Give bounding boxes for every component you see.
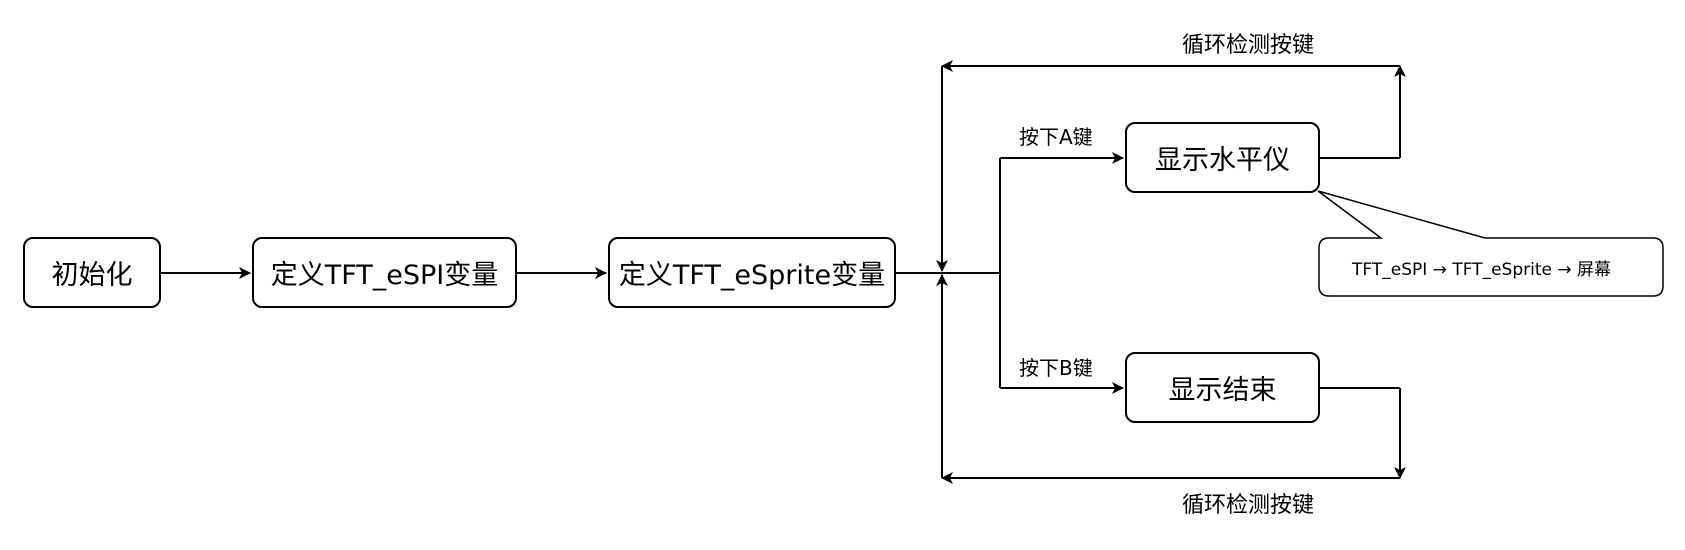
edge-label-press-b: 按下B键 — [1019, 356, 1093, 380]
callout-bubble — [1317, 190, 1664, 297]
node-show-end-label: 显示结束 — [1168, 375, 1277, 406]
node-define-espi: 定义TFT_eSPI变量 — [252, 237, 517, 308]
node-define-esprite-label: 定义TFT_eSprite变量 — [618, 260, 886, 291]
node-show-level: 显示水平仪 — [1125, 122, 1320, 193]
node-define-esprite: 定义TFT_eSprite变量 — [608, 237, 896, 308]
edge-label-loop-top: 循环检测按键 — [1182, 33, 1315, 58]
node-init-label: 初始化 — [51, 260, 133, 291]
node-init: 初始化 — [23, 237, 161, 308]
node-define-espi-label: 定义TFT_eSPI变量 — [270, 260, 499, 291]
edge-label-loop-bottom: 循环检测按键 — [1182, 493, 1315, 518]
node-show-level-label: 显示水平仪 — [1155, 145, 1290, 176]
node-show-end: 显示结束 — [1125, 352, 1320, 423]
edge-label-press-a: 按下A键 — [1019, 125, 1093, 149]
callout-text: TFT_eSPI → TFT_eSprite → 屏幕 — [1352, 260, 1611, 280]
